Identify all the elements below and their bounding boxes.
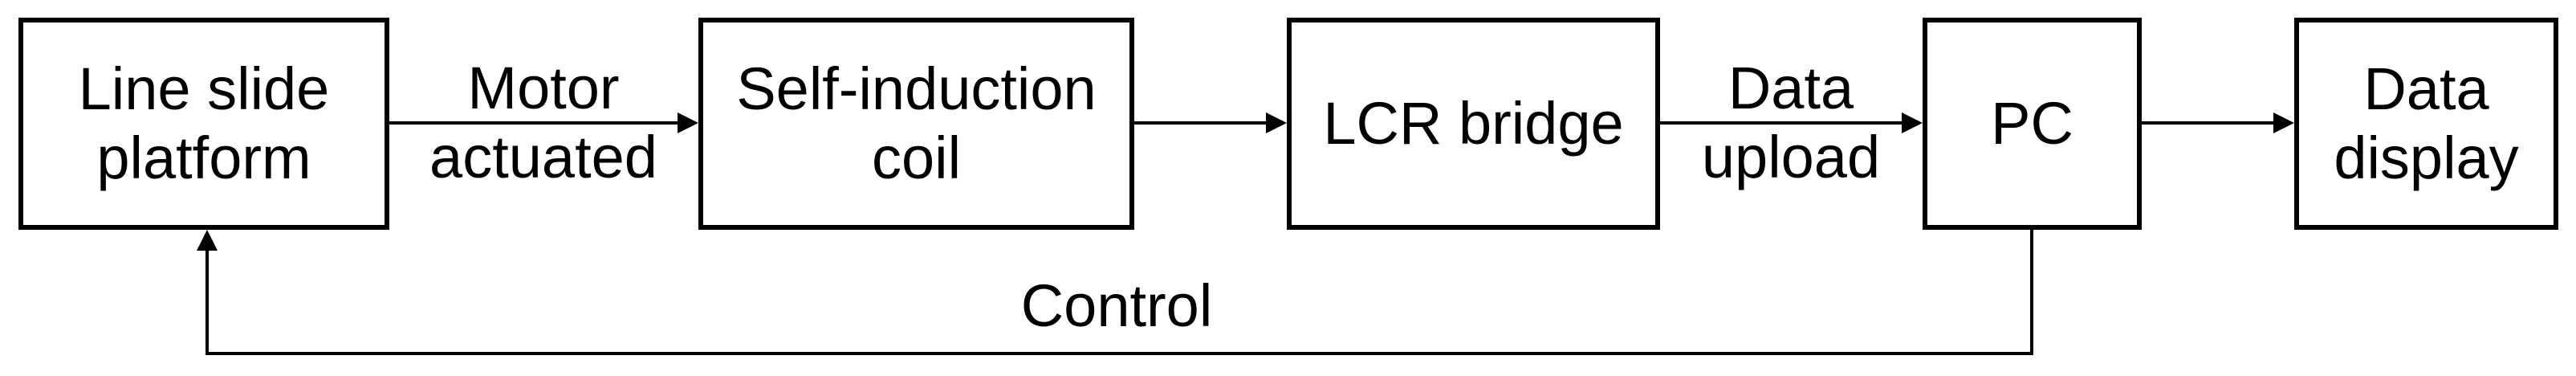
node-self-induction-coil: Self-induction coil bbox=[698, 18, 1134, 230]
arrowhead-right-icon bbox=[678, 112, 698, 133]
node-label-line: Data bbox=[2363, 55, 2489, 122]
node-data-display: Data display bbox=[2294, 18, 2558, 230]
arrow-label-data-upload: Data upload bbox=[1702, 54, 1880, 192]
feedback-up-line bbox=[206, 249, 209, 354]
arrowhead-right-icon bbox=[2273, 112, 2294, 133]
arrow-pc-to-display-line bbox=[2142, 121, 2275, 125]
node-label-line: display bbox=[2334, 125, 2519, 191]
arrow-label-control: Control bbox=[1021, 272, 1213, 341]
node-line-slide-platform: Line slide platform bbox=[18, 18, 389, 230]
node-label-line: platform bbox=[96, 125, 311, 191]
edge-label-line: upload bbox=[1701, 124, 1881, 190]
arrow-label-motor-actuated: Motor actuated bbox=[429, 54, 657, 192]
arrowhead-right-icon bbox=[1266, 112, 1287, 133]
node-label-line: PC bbox=[1991, 90, 2073, 157]
edge-label-line: Data bbox=[1728, 55, 1854, 121]
edge-label-line: Motor bbox=[467, 55, 620, 121]
node-label-line: Self-induction bbox=[736, 55, 1097, 122]
edge-label-line: actuated bbox=[429, 124, 657, 190]
arrow-coil-to-lcr-line bbox=[1134, 121, 1268, 125]
node-label-line: LCR bridge bbox=[1323, 90, 1624, 157]
arrow-platform-to-coil-line bbox=[389, 121, 679, 125]
node-label-line: coil bbox=[871, 125, 962, 191]
feedback-down-line bbox=[2030, 230, 2033, 355]
arrow-lcr-to-pc-line bbox=[1660, 121, 1903, 125]
feedback-horizontal-line bbox=[206, 352, 2033, 355]
node-pc: PC bbox=[1923, 18, 2142, 230]
arrowhead-right-icon bbox=[1902, 112, 1923, 133]
edge-label-line: Control bbox=[1020, 272, 1213, 339]
arrowhead-up-icon bbox=[197, 230, 218, 251]
node-lcr-bridge: LCR bridge bbox=[1287, 18, 1660, 230]
node-label-line: Line slide bbox=[78, 55, 330, 122]
